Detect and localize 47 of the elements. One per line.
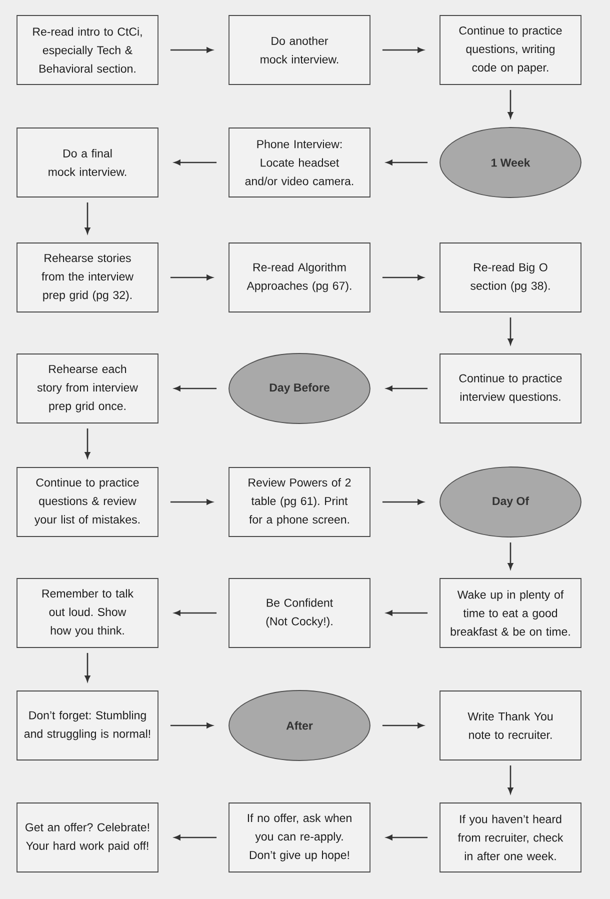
arrow: [382, 47, 424, 53]
process-box: Do a final mock interview.: [16, 128, 158, 198]
arrow: [174, 386, 217, 392]
arrow: [174, 834, 217, 840]
process-box: Do another mock interview.: [228, 15, 370, 85]
arrow: [174, 160, 217, 166]
arrow: [84, 652, 90, 682]
arrow: [508, 542, 514, 570]
process-box: Phone Interview: Locate headset and/or video camera.: [228, 128, 370, 198]
process-box: Continue to practice questions, writing code on paper.: [440, 15, 582, 85]
process-box: Don’t forget: Stumbling and struggling is normal!: [16, 690, 158, 760]
process-box: If no offer, ask when you can re-apply. Don’t give up hope!: [228, 802, 370, 872]
arrow: [382, 274, 424, 280]
process-box: Rehearse stories from the interview prep grid (pg 32).: [16, 242, 158, 312]
stage-oval: 1 Week: [440, 127, 582, 198]
process-box: Remember to talk out loud. Show how you think.: [16, 578, 158, 648]
process-box: Re-read intro to CtCi, especially Tech & Behavioral section.: [16, 15, 158, 85]
arrow: [386, 610, 428, 616]
arrow: [508, 317, 514, 345]
arrow: [386, 160, 428, 166]
arrow: [170, 274, 213, 280]
process-box: Re-read Big O section (pg 38).: [440, 242, 582, 312]
stage-oval: After: [228, 690, 370, 761]
process-box: If you haven’t heard from recruiter, check in after one week.: [440, 802, 582, 872]
arrow: [386, 386, 428, 392]
process-box: Continue to practice interview questions.: [440, 354, 582, 424]
process-box: Write Thank You note to recruiter.: [440, 690, 582, 760]
arrow: [508, 90, 514, 118]
arrow: [170, 722, 213, 728]
process-box: Get an offer? Celebrate! Your hard work paid off!: [16, 802, 158, 872]
arrow: [170, 47, 213, 53]
arrow: [386, 834, 428, 840]
arrow: [174, 610, 217, 616]
process-box: Be Confident (Not Cocky!).: [228, 578, 370, 648]
arrow: [84, 202, 90, 234]
arrow: [382, 499, 424, 505]
arrow: [84, 428, 90, 458]
process-box: Re-read Algorithm Approaches (pg 67).: [228, 242, 370, 312]
process-box: Continue to practice questions & review your list of mistakes.: [16, 467, 158, 537]
process-box: Wake up in plenty of time to eat a good breakfast & be on time.: [440, 578, 582, 648]
arrow: [508, 765, 514, 794]
arrow: [170, 499, 213, 505]
process-box: Rehearse each story from interview prep grid once.: [16, 354, 158, 424]
process-box: Review Powers of 2 table (pg 61). Print for a phone screen.: [228, 467, 370, 537]
stage-oval: Day Of: [440, 466, 582, 538]
arrow: [382, 722, 424, 728]
stage-oval: Day Before: [228, 353, 370, 424]
